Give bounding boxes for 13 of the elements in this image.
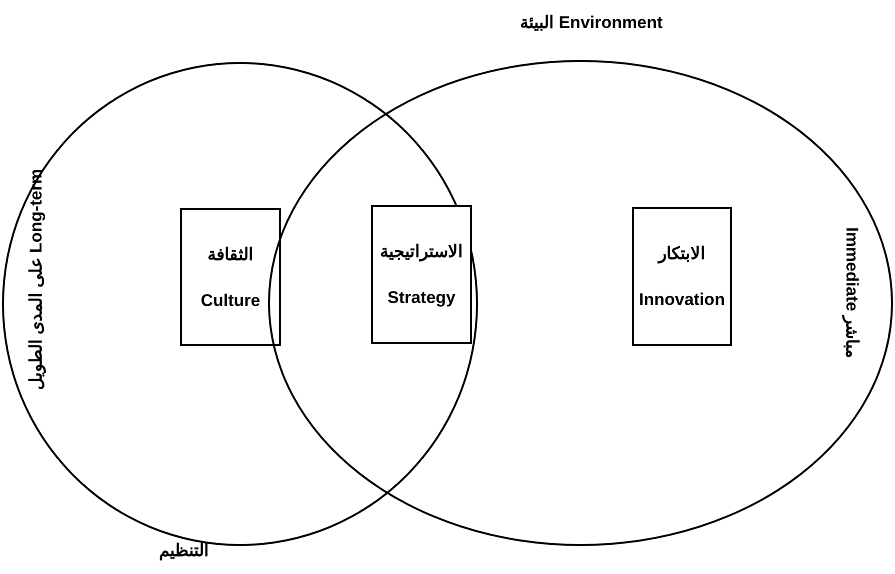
box-label: الابتكار <box>658 243 706 264</box>
concept-box <box>180 208 281 346</box>
circle-label: البيئة Environment <box>520 12 663 33</box>
circle-label: التنظيم <box>159 540 209 561</box>
box-label: الثقافة <box>208 244 254 264</box>
box-label: Strategy <box>387 288 456 308</box>
vertical-label: Immediate مباشر <box>842 226 862 360</box>
box-label: Culture <box>200 290 260 310</box>
box-label: Innovation <box>639 290 725 310</box>
concept-box <box>632 207 732 346</box>
vertical-label: على المدى الطويل Long-term <box>26 168 46 392</box>
box-label: الاستراتيجية <box>380 241 463 262</box>
concept-box <box>371 205 472 344</box>
